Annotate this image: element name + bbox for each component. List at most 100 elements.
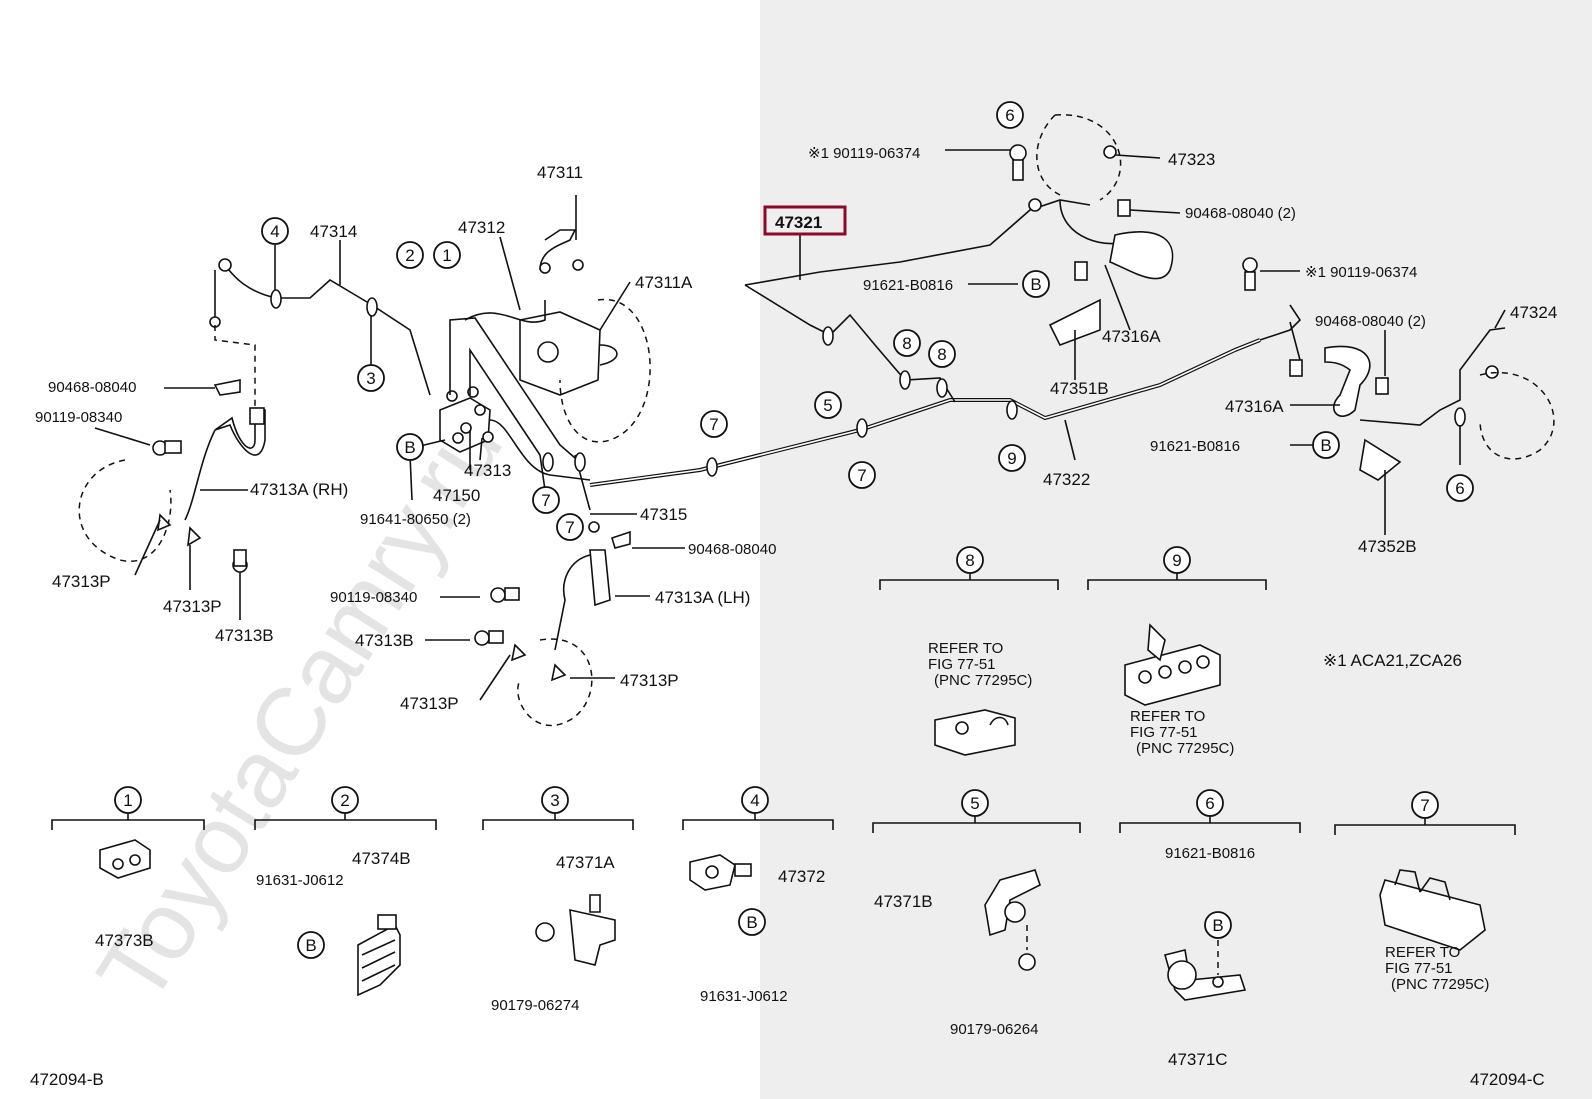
- callout-label: 7: [857, 466, 866, 485]
- callout-2[interactable]: 2: [396, 241, 424, 269]
- callout-b[interactable]: B: [1022, 270, 1050, 298]
- highlighted-part-number[interactable]: 47321: [775, 213, 822, 232]
- part-47311[interactable]: 47311: [537, 163, 583, 182]
- callout-label: 8: [902, 334, 911, 353]
- bracket-6-icon: [1164, 940, 1247, 1001]
- part-91621-B0816[interactable]: 91621-B0816: [1165, 845, 1255, 862]
- callout-8[interactable]: 8: [893, 329, 921, 357]
- callout-label: 4: [750, 791, 759, 810]
- section-callout-8[interactable]: 8: [956, 546, 984, 574]
- part-47313A-rh[interactable]: 47313A (RH): [250, 480, 348, 499]
- callout-3[interactable]: 3: [357, 364, 385, 392]
- part-47313P[interactable]: 47313P: [163, 597, 222, 616]
- callout-b[interactable]: B: [1204, 911, 1232, 939]
- callout-6[interactable]: 6: [996, 101, 1024, 129]
- callout-6[interactable]: 6: [1446, 474, 1474, 502]
- part-90179-06264[interactable]: 90179-06264: [950, 1021, 1038, 1038]
- callout-5[interactable]: 5: [814, 391, 842, 419]
- callout-label: 5: [970, 794, 979, 813]
- part-90468-08040[interactable]: 90468-08040: [48, 379, 136, 396]
- callout-label: 4: [270, 222, 279, 241]
- part-47313P[interactable]: 47313P: [620, 671, 679, 690]
- callout-7[interactable]: 7: [848, 461, 876, 489]
- part-47374B[interactable]: 47374B: [352, 849, 411, 868]
- section-callout-4[interactable]: 4: [741, 786, 769, 814]
- part-47150[interactable]: 47150: [433, 486, 480, 505]
- section-callout-3[interactable]: 3: [541, 786, 569, 814]
- section-brackets: [51, 572, 1516, 835]
- callout-b[interactable]: B: [738, 908, 766, 936]
- part-47313B[interactable]: 47313B: [355, 631, 414, 650]
- part-47371A[interactable]: 47371A: [556, 853, 615, 872]
- callout-8[interactable]: 8: [928, 340, 956, 368]
- part-90119-06374[interactable]: ※1 90119-06374: [808, 145, 920, 162]
- callout-label: 7: [709, 415, 718, 434]
- callout-b[interactable]: B: [396, 433, 424, 461]
- part-47316A[interactable]: 47316A: [1225, 397, 1284, 416]
- part-47315[interactable]: 47315: [640, 505, 687, 524]
- callout-9[interactable]: 9: [998, 444, 1026, 472]
- part-90119-08340[interactable]: 90119-08340: [35, 409, 122, 426]
- part-90179-06274[interactable]: 90179-06274: [491, 997, 579, 1014]
- part-90468-08040[interactable]: 90468-08040: [688, 541, 776, 558]
- brake-booster-icon: [519, 298, 651, 443]
- part-47312[interactable]: 47312: [458, 218, 505, 237]
- part-90119-08340[interactable]: 90119-08340: [330, 589, 417, 606]
- section-callout-9[interactable]: 9: [1163, 546, 1191, 574]
- section-callout-1[interactable]: 1: [114, 786, 142, 814]
- part-47372[interactable]: 47372: [778, 867, 825, 886]
- callout-4[interactable]: 4: [261, 217, 289, 245]
- callout-label: B: [1030, 275, 1041, 294]
- callout-label: 2: [340, 791, 349, 810]
- part-47351B[interactable]: 47351B: [1050, 379, 1109, 398]
- callout-7[interactable]: 7: [700, 410, 728, 438]
- part-91641-80650[interactable]: 91641-80650 (2): [360, 511, 471, 528]
- part-47313[interactable]: 47313: [464, 461, 511, 480]
- part-47313A-lh[interactable]: 47313A (LH): [655, 588, 750, 607]
- part-91631-J0612[interactable]: 91631-J0612: [700, 988, 788, 1005]
- part-90119-06374[interactable]: ※1 90119-06374: [1305, 264, 1417, 281]
- bracket-5-icon: [984, 869, 1041, 971]
- part-47323[interactable]: 47323: [1168, 150, 1215, 169]
- part-91621-B0816[interactable]: 91621-B0816: [863, 277, 953, 294]
- section-callout-6[interactable]: 6: [1196, 789, 1224, 817]
- part-47313P[interactable]: 47313P: [400, 694, 459, 713]
- section-callout-7[interactable]: 7: [1411, 791, 1439, 819]
- part-47311A[interactable]: 47311A: [635, 273, 693, 292]
- callout-7[interactable]: 7: [532, 486, 560, 514]
- part-91631-J0612[interactable]: 91631-J0612: [256, 872, 344, 889]
- refer-text: (PNC 77295C): [934, 672, 1032, 689]
- part-47316A[interactable]: 47316A: [1102, 327, 1161, 346]
- refer-text: FIG 77-51: [1385, 960, 1453, 977]
- callout-7[interactable]: 7: [556, 513, 584, 541]
- callout-1[interactable]: 1: [433, 241, 461, 269]
- callout-b[interactable]: B: [1312, 431, 1340, 459]
- part-47313P[interactable]: 47313P: [52, 572, 111, 591]
- part-47324[interactable]: 47324: [1510, 303, 1557, 322]
- callout-b[interactable]: B: [297, 931, 325, 959]
- callout-label: 6: [1005, 106, 1014, 125]
- callout-label: 7: [565, 518, 574, 537]
- callout-label: B: [1320, 436, 1331, 455]
- part-47373B[interactable]: 47373B: [95, 931, 154, 950]
- refer-text: FIG 77-51: [1130, 724, 1198, 741]
- part-90468-08040[interactable]: 90468-08040 (2): [1185, 205, 1296, 222]
- callout-label: 8: [937, 345, 946, 364]
- part-90468-08040[interactable]: 90468-08040 (2): [1315, 313, 1426, 330]
- part-47322[interactable]: 47322: [1043, 470, 1090, 489]
- part-47314[interactable]: 47314: [310, 222, 357, 241]
- part-47313B[interactable]: 47313B: [215, 626, 274, 645]
- callout-label: 3: [366, 369, 375, 388]
- refer-text: FIG 77-51: [928, 656, 996, 673]
- part-47371B[interactable]: 47371B: [874, 892, 933, 911]
- section-callout-2[interactable]: 2: [331, 786, 359, 814]
- section-callout-5[interactable]: 5: [961, 789, 989, 817]
- callout-label: B: [404, 438, 415, 457]
- part-47371C[interactable]: 47371C: [1168, 1050, 1228, 1069]
- part-47352B[interactable]: 47352B: [1358, 537, 1417, 556]
- leader-lines: [94, 149, 1506, 701]
- part-91621-B0816[interactable]: 91621-B0816: [1150, 438, 1240, 455]
